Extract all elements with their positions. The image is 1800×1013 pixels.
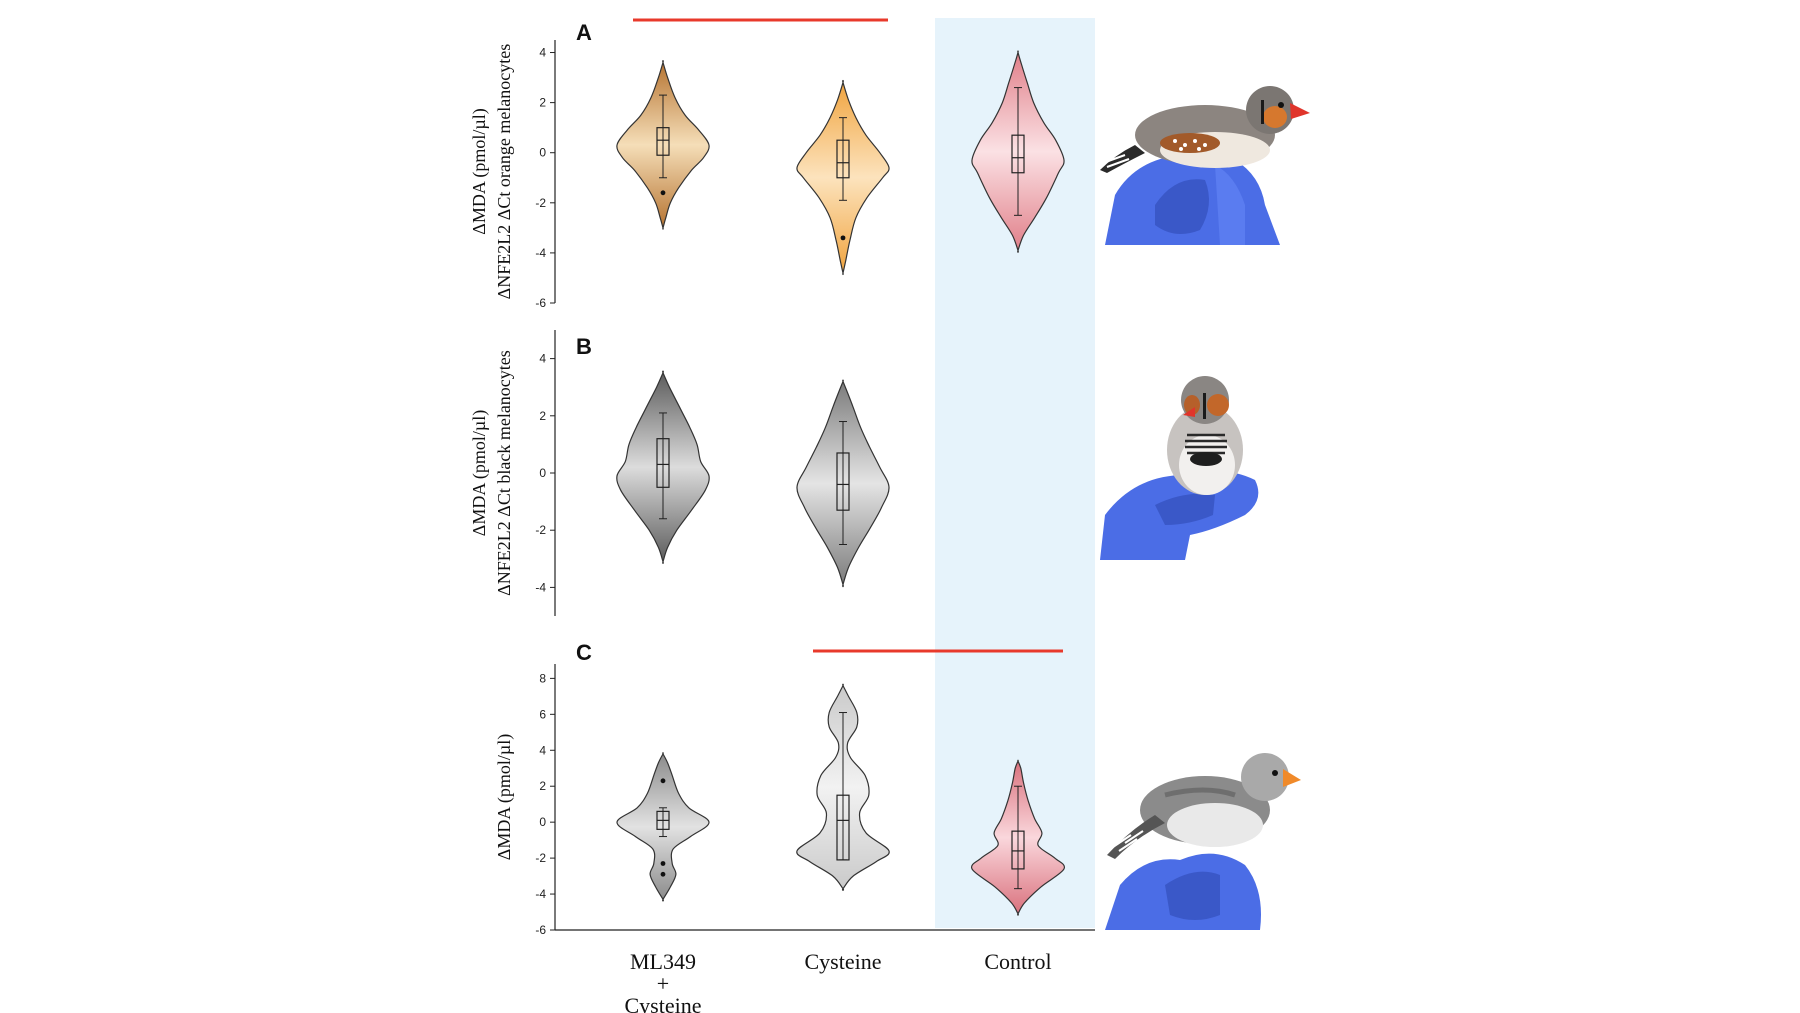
x-category-label: Cysteine (805, 949, 882, 974)
y-tick-label: -2 (535, 851, 546, 865)
y-tick-label: 8 (539, 671, 546, 685)
box-iqr (656, 438, 670, 488)
box-iqr (656, 127, 670, 156)
outlier-point (660, 871, 666, 877)
y-axis-label: ΔMDA (pmol/µl) (469, 108, 490, 234)
y-tick-label: 0 (539, 146, 546, 160)
y-tick-label: 2 (539, 409, 546, 423)
panel-letter: A (576, 20, 592, 45)
panel-letter: B (576, 334, 592, 359)
x-category-label: ML349 (630, 949, 696, 974)
zebra-finch-photo-orange (1095, 55, 1325, 245)
y-axis-label: ΔMDA (pmol/µl) (469, 410, 490, 536)
y-tick-label: -6 (535, 296, 546, 310)
outlier-point (840, 235, 846, 241)
x-category-label: Cysteine (625, 993, 702, 1013)
y-tick-label: 4 (539, 46, 546, 60)
y-axis-label: ΔNFE2L2 ΔCt black melanocytes (494, 350, 514, 596)
box-iqr (836, 452, 850, 511)
y-tick-label: 2 (539, 96, 546, 110)
outlier-point (660, 861, 666, 866)
panel-b: -4 -2 0 2 4 B ΔMDA (pmol/µl)ΔNFE2L2 ΔCt black … (469, 330, 890, 616)
y-tick-label: -4 (535, 887, 546, 901)
zebra-finch-photo-black (1095, 365, 1325, 560)
panel-c: -6 -4 -2 0 2 4 6 8 C ΔMDA (pmol/µl) (494, 640, 1095, 937)
y-axis-label: ΔNFE2L2 ΔCt orange melanocytes (494, 44, 514, 300)
y-tick-label: -2 (535, 523, 546, 537)
y-tick-label: -6 (535, 923, 546, 937)
y-tick-label: -4 (535, 580, 546, 594)
y-axis-label: ΔMDA (pmol/µl) (494, 734, 515, 860)
box-iqr (836, 794, 850, 861)
x-category-label: Control (984, 949, 1051, 974)
y-tick-label: 0 (539, 466, 546, 480)
panel-letter: C (576, 640, 592, 665)
y-tick-label: 0 (539, 815, 546, 829)
x-category-label: + (657, 971, 669, 996)
y-tick-label: 4 (539, 352, 546, 366)
zebra-finch-photo-grey (1095, 725, 1325, 930)
y-tick-label: 2 (539, 779, 546, 793)
y-tick-label: 6 (539, 707, 546, 721)
outlier-point (660, 190, 666, 196)
outlier-point (660, 778, 666, 784)
y-tick-label: -2 (535, 196, 546, 210)
y-tick-label: 4 (539, 743, 546, 757)
y-tick-label: -4 (535, 246, 546, 260)
box-iqr (1011, 830, 1025, 870)
panel-a: -6 -4 -2 0 2 4 A ΔMDA (pmol/µl)ΔNFE2L2 ΔCt oran… (469, 18, 1065, 310)
box-iqr (836, 139, 850, 179)
box-iqr (1011, 134, 1025, 174)
